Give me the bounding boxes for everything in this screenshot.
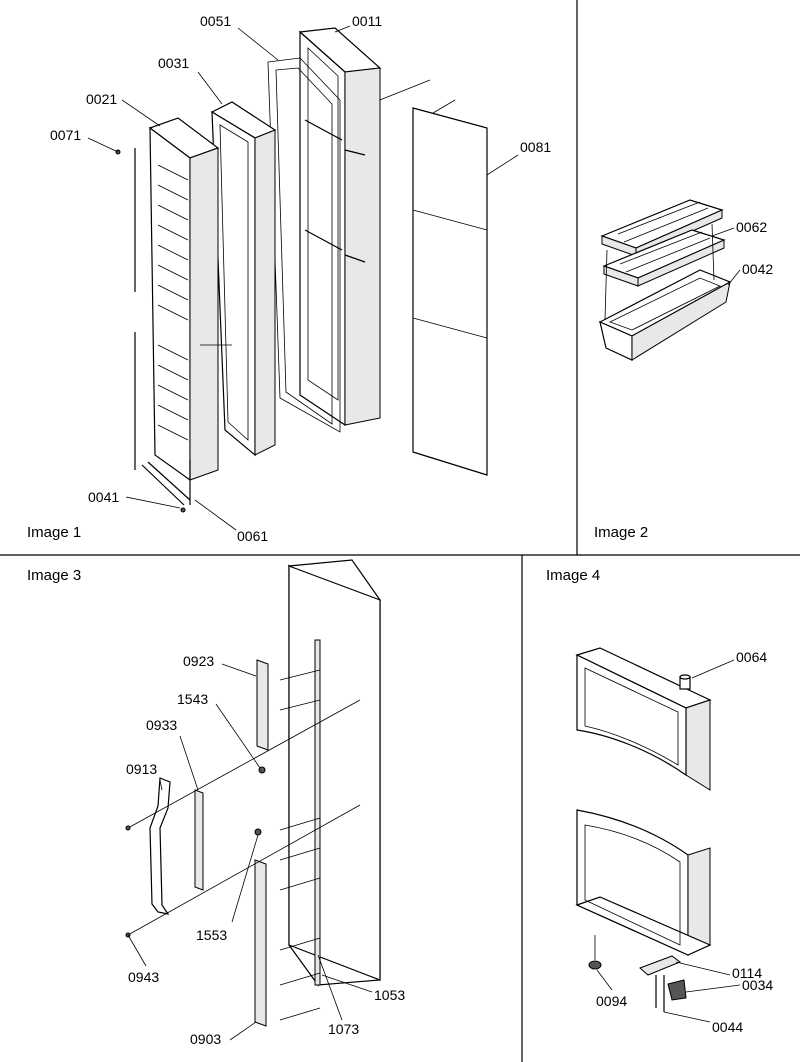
label-0923: 0923 [183, 653, 214, 669]
fastener-guide-lines [127, 669, 361, 1021]
image-1-door-assembly: 0051 0011 0031 0021 0071 0081 0041 0061 … [27, 13, 551, 544]
part-0933-bracket [194, 789, 204, 891]
part-1053-trim-strip [314, 639, 321, 986]
label-0031: 0031 [158, 55, 189, 71]
label-0903: 0903 [190, 1031, 221, 1047]
part-0114-bracket [639, 955, 682, 976]
label-0041: 0041 [88, 489, 119, 505]
caption-image-3: Image 3 [27, 567, 81, 584]
label-0933: 0933 [146, 717, 177, 733]
part-rods [115, 148, 191, 513]
label-0011: 0011 [352, 13, 382, 29]
leader-lines-image-3 [127, 663, 373, 1041]
upper-housing [575, 647, 712, 791]
label-0064: 0064 [736, 649, 767, 665]
image-3-handle-assembly: 0923 1543 0933 0913 1553 0943 0903 1073 … [27, 559, 405, 1047]
part-0903-lower-trim [254, 859, 267, 1027]
image-2-ice-trays-bin: 0062 0042 Image 2 [594, 199, 773, 541]
label-1073: 1073 [328, 1021, 359, 1037]
lower-housing [575, 809, 712, 1012]
part-0923-upper-trim [256, 659, 269, 751]
label-1543: 1543 [177, 691, 208, 707]
label-0061: 0061 [237, 528, 268, 544]
label-0034: 0034 [742, 977, 773, 993]
leader-lines-image-2 [604, 223, 741, 321]
part-0081-panel [412, 99, 488, 476]
part-0042-ice-bin [598, 269, 732, 361]
label-1553: 1553 [196, 927, 227, 943]
part-0094-bumper [588, 960, 602, 970]
label-0071: 0071 [50, 127, 81, 143]
caption-image-2: Image 2 [594, 524, 648, 541]
part-0031-liner [210, 101, 277, 457]
label-0943: 0943 [128, 969, 159, 985]
label-0094: 0094 [596, 993, 627, 1009]
label-0021: 0021 [86, 91, 117, 107]
label-0114: 0114 [732, 965, 762, 981]
door-block [287, 559, 382, 987]
label-0051: 0051 [200, 13, 231, 29]
part-0062-ice-trays [600, 199, 726, 287]
part-0034-roller [667, 979, 687, 1001]
part-0021-shelf-frame [148, 117, 232, 482]
label-0042: 0042 [742, 261, 773, 277]
caption-image-4: Image 4 [546, 567, 600, 584]
part-0913-handle [149, 777, 171, 915]
caption-image-1: Image 1 [27, 524, 81, 541]
label-0081: 0081 [520, 139, 551, 155]
label-0913: 0913 [126, 761, 157, 777]
part-0011-door-shell [298, 27, 431, 427]
label-0062: 0062 [736, 219, 767, 235]
label-1053: 1053 [374, 987, 405, 1003]
label-0044: 0044 [712, 1019, 743, 1035]
clips [125, 766, 266, 938]
image-4-housing-detail: 0064 0094 0114 0034 0044 Image 4 [546, 567, 773, 1035]
leader-lines-image-1 [87, 25, 519, 531]
part-0051-gasket [267, 57, 341, 433]
leader-lines-image-4 [596, 659, 741, 1023]
